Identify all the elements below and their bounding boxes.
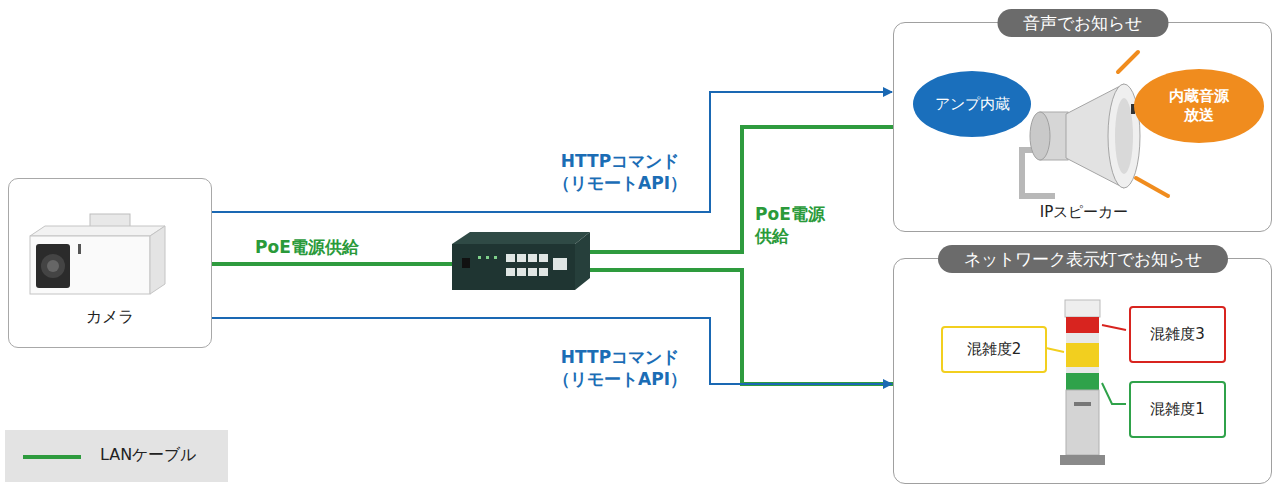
level-callout: 混雑度1 [1129, 381, 1226, 438]
node-text: ネットワーク表示灯でお知らせ [938, 245, 1228, 273]
http-command-arrow [212, 92, 892, 212]
ip-speaker [1022, 84, 1140, 196]
node-text: カメラ [9, 307, 211, 328]
notice-panel: ネットワーク表示灯でお知らせ混雑度3混雑度2混雑度1 [893, 258, 1272, 484]
node-text: 混雑度1 [1150, 400, 1205, 419]
feature-bubble: アンプ内蔵 [913, 71, 1031, 137]
camera-box: カメラ [8, 178, 212, 348]
poe-switch [452, 232, 590, 290]
node-text: 音声でお知らせ [997, 9, 1168, 37]
cable-label: PoE電源 供給 [755, 203, 835, 247]
cable-label: PoE電源供給 [255, 236, 359, 258]
node-text: アンプ内蔵 [935, 95, 1010, 114]
lan-cable [212, 127, 893, 384]
node-text: 混雑度3 [1150, 325, 1205, 344]
level-callout: 混雑度2 [941, 326, 1047, 373]
legend-line-sample [5, 430, 85, 482]
legend-box: LANケーブル [5, 430, 228, 482]
edge-label: HTTPコマンド （リモートAPI） [530, 150, 710, 194]
notice-panel: 音声でお知らせIPスピーカーアンプ内蔵内蔵音源 放送 [893, 22, 1272, 232]
camera-illustration [30, 214, 165, 294]
level-callout: 混雑度3 [1129, 306, 1226, 363]
http-command-arrow [212, 318, 892, 384]
legend-text: LANケーブル [100, 445, 196, 466]
node-text: 内蔵音源 放送 [1159, 87, 1239, 126]
node-text: 混雑度2 [967, 340, 1022, 359]
signal-tower [1060, 300, 1105, 465]
feature-bubble: 内蔵音源 放送 [1134, 69, 1264, 143]
leader-line [1046, 325, 1126, 404]
node-text: IPスピーカー [1014, 203, 1154, 222]
edge-label: HTTPコマンド （リモートAPI） [530, 346, 710, 390]
